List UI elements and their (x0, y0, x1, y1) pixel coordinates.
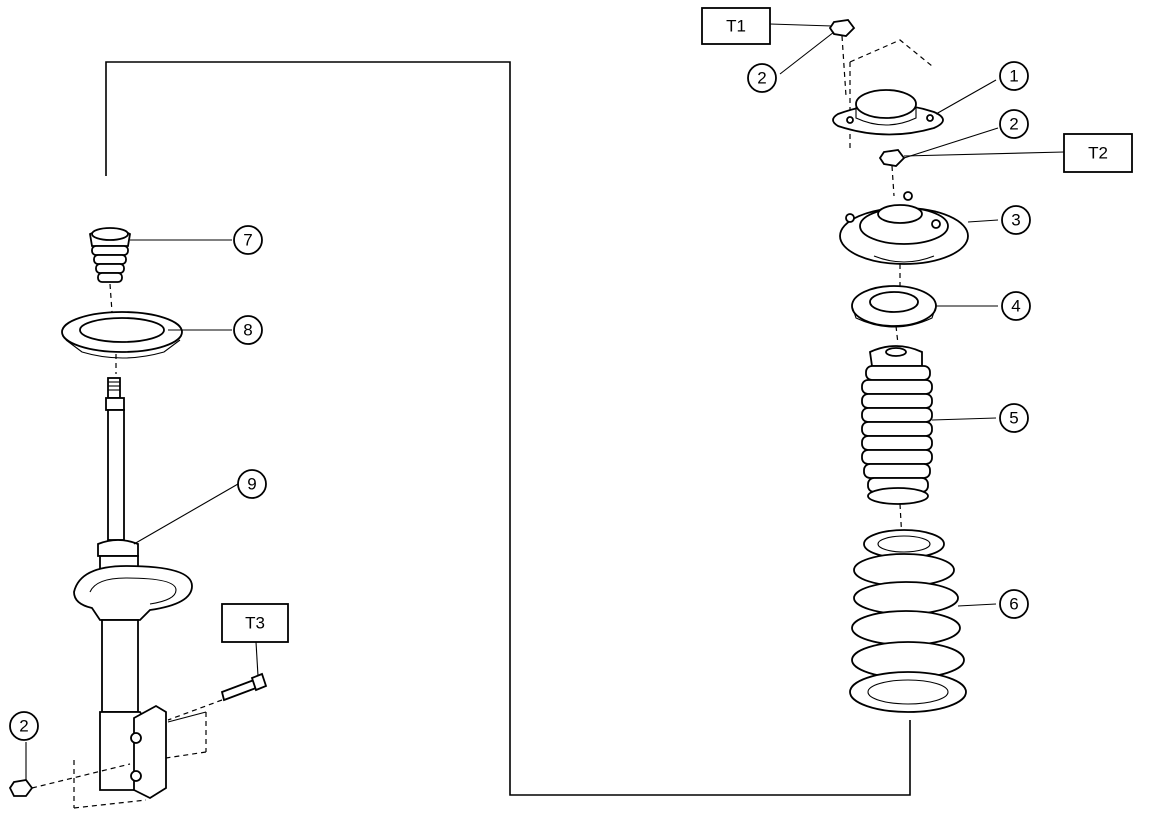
callout-5: 5 (999, 403, 1029, 433)
bump-stopper (89, 227, 131, 313)
flange-nut-top (828, 19, 856, 97)
callout-7: 7 (233, 225, 263, 255)
callout-5-label: 5 (1009, 409, 1018, 428)
callout-9-label: 9 (247, 475, 256, 494)
upper-mount-cover (832, 39, 944, 150)
torque-label-t1-text: T1 (726, 17, 746, 36)
bracket-guide-lines (25, 712, 207, 809)
spring-insulator (61, 311, 183, 374)
callout-4-label: 4 (1011, 297, 1020, 316)
callout-4: 4 (1001, 291, 1031, 321)
shock-absorber (73, 377, 207, 800)
t1-leader (769, 23, 833, 27)
callout-3-label: 3 (1011, 211, 1020, 230)
callout-8-label: 8 (243, 321, 252, 340)
callout-1-label: 1 (1009, 67, 1018, 86)
torque-label-t3-text: T3 (245, 614, 265, 633)
left-leader-lines (130, 239, 239, 545)
callout-2-mid-label: 2 (1009, 115, 1018, 134)
callout-1: 1 (999, 61, 1029, 91)
callout-2-top-label: 2 (757, 69, 766, 88)
callout-6-label: 6 (1009, 595, 1018, 614)
flange-nut-mid (878, 149, 906, 197)
callout-2-top: 2 (747, 63, 777, 93)
callout-2-left: 2 (9, 711, 39, 741)
assembly-connector-line (105, 61, 911, 796)
t3-leader (255, 641, 259, 677)
torque-label-t2: T2 (1063, 133, 1133, 173)
mounting-bolt (167, 672, 268, 721)
callout-2-left-label: 2 (19, 717, 28, 736)
torque-label-t2-text: T2 (1088, 144, 1108, 163)
coil-spring (849, 529, 967, 713)
t2-leader (903, 151, 1065, 157)
dust-boot (861, 345, 933, 541)
spring-upper-seat (851, 285, 937, 345)
torque-label-t1: T1 (701, 7, 771, 45)
strut-mounting-base (839, 191, 969, 288)
torque-label-t3: T3 (221, 603, 289, 643)
callout-6: 6 (999, 589, 1029, 619)
callout-9: 9 (237, 469, 267, 499)
callout-8: 8 (233, 315, 263, 345)
right-leader-lines (779, 31, 999, 607)
callout-2-mid: 2 (999, 109, 1029, 139)
callout-7-label: 7 (243, 231, 252, 250)
callout-3: 3 (1001, 205, 1031, 235)
